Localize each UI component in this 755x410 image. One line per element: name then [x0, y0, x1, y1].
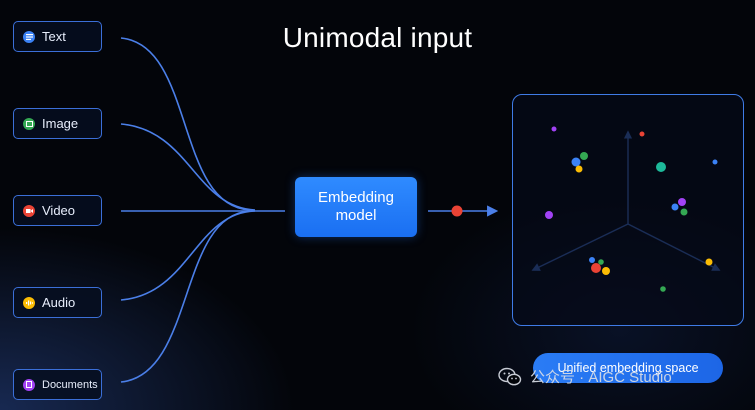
model-label-line1: Embedding	[318, 189, 394, 206]
wechat-icon	[498, 367, 522, 385]
point	[589, 257, 595, 263]
input-documents: Documents	[13, 369, 102, 400]
point	[671, 203, 679, 211]
watermark: 公众号 · AIGC Studio	[498, 366, 672, 387]
video-icon	[23, 204, 35, 217]
embedding-space-panel	[512, 94, 744, 326]
documents-icon	[23, 378, 35, 391]
embedding-model-box: Embedding model	[295, 177, 417, 237]
diagram-title: Unimodal input	[282, 22, 473, 53]
input-label: Image	[42, 116, 79, 131]
point	[660, 286, 666, 292]
text-icon	[23, 30, 35, 43]
point	[705, 258, 713, 266]
input-label: Video	[42, 203, 76, 218]
connector-image	[120, 123, 256, 211]
model-label-line2: model	[335, 207, 377, 224]
image-icon	[23, 117, 35, 130]
point	[678, 198, 686, 206]
point	[591, 263, 601, 273]
point	[602, 267, 610, 275]
input-label: Audio	[42, 295, 76, 310]
input-label: Documents	[42, 378, 98, 391]
point	[639, 131, 645, 137]
input-video: Video	[13, 195, 102, 226]
point	[656, 162, 666, 172]
point	[712, 159, 718, 165]
point	[551, 126, 557, 132]
input-image: Image	[13, 108, 102, 139]
point	[580, 152, 588, 160]
point	[680, 208, 688, 216]
input-text: Text	[13, 21, 102, 52]
point	[545, 211, 553, 219]
watermark-text: 公众号 · AIGC Studio	[530, 369, 672, 386]
input-label: Text	[42, 29, 66, 44]
audio-icon	[23, 296, 35, 309]
point	[571, 157, 581, 167]
input-audio: Audio	[13, 287, 102, 318]
space-label-pill: Unified embedding space	[533, 353, 723, 383]
connector-documents	[120, 210, 251, 383]
point	[575, 165, 583, 173]
embedding-token	[451, 205, 463, 217]
point	[598, 259, 604, 265]
